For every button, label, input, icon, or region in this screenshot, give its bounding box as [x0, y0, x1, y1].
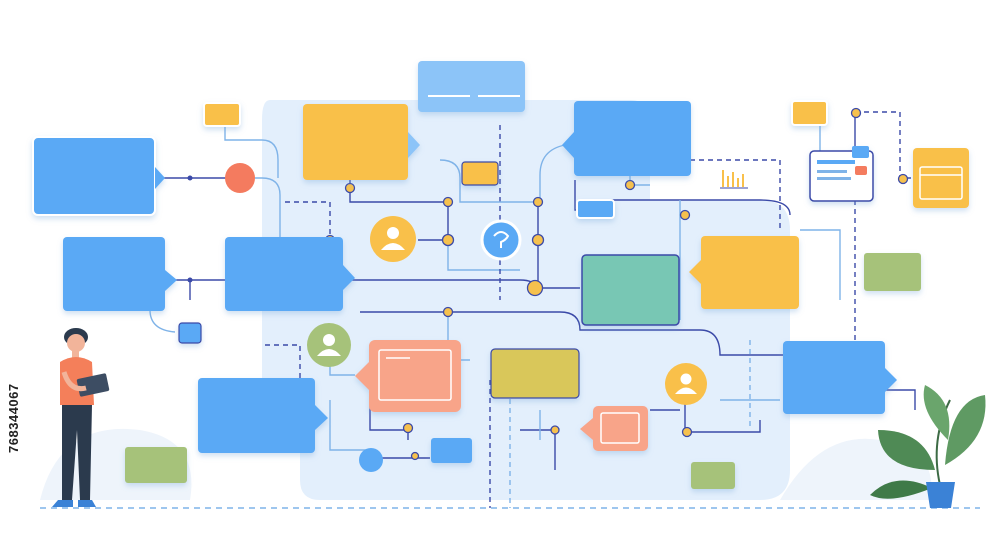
- card-yellow-far-right: [913, 148, 969, 208]
- tag-green-right-bottom: [691, 462, 735, 489]
- card-blue-top-right: [574, 101, 691, 176]
- plant-icon: [870, 385, 986, 508]
- connector-points: [187, 175, 193, 283]
- card-pointer: [343, 265, 355, 290]
- card-blue-top-center: [418, 61, 525, 112]
- stock-id-label: 768344067: [6, 383, 21, 453]
- orange-dot: [225, 163, 255, 193]
- blue-dot: [359, 448, 383, 472]
- card-salmon-small: [593, 406, 648, 451]
- card-pointer: [315, 405, 328, 430]
- card-yellow-right: [701, 236, 799, 309]
- tag-yellow-top-right: [791, 100, 828, 126]
- card-pointer: [408, 132, 420, 158]
- user-icon: [307, 323, 351, 367]
- tag-yellow-top-left: [203, 102, 241, 127]
- card-olive: [490, 348, 580, 399]
- user-icon: [370, 216, 416, 262]
- card-pointer: [562, 132, 574, 158]
- tag-yellow-mid: [461, 161, 499, 186]
- tag-green-right-top: [864, 253, 921, 291]
- card-blue-right: [783, 341, 885, 414]
- card-pointer: [155, 167, 165, 189]
- person-figure: [52, 328, 110, 507]
- card-yellow-top: [303, 104, 408, 180]
- card-blue-left-top: [32, 136, 156, 216]
- card-blue-bottom-left: [198, 378, 315, 453]
- card-pointer: [355, 362, 369, 390]
- card-salmon: [369, 340, 461, 412]
- blue-cards: [32, 61, 897, 463]
- card-pointer: [885, 368, 897, 392]
- card-inner-frames: [378, 166, 963, 444]
- colored-cards: [125, 100, 969, 489]
- tag-blue-small: [576, 199, 615, 219]
- card-pointer: [689, 260, 701, 284]
- chart-icon: [720, 170, 748, 189]
- user-icon: [665, 363, 707, 405]
- tag-blue-left: [178, 322, 202, 344]
- card-blue-left-mid: [63, 237, 165, 311]
- tag-blue-bottom: [431, 438, 472, 463]
- card-blue-center-left: [225, 237, 343, 311]
- card-teal: [581, 254, 680, 326]
- card-pointer: [580, 418, 593, 440]
- window-icon: [809, 146, 874, 202]
- card-pointer: [165, 270, 177, 291]
- tag-green-left: [125, 447, 187, 483]
- question-icon: [480, 219, 522, 261]
